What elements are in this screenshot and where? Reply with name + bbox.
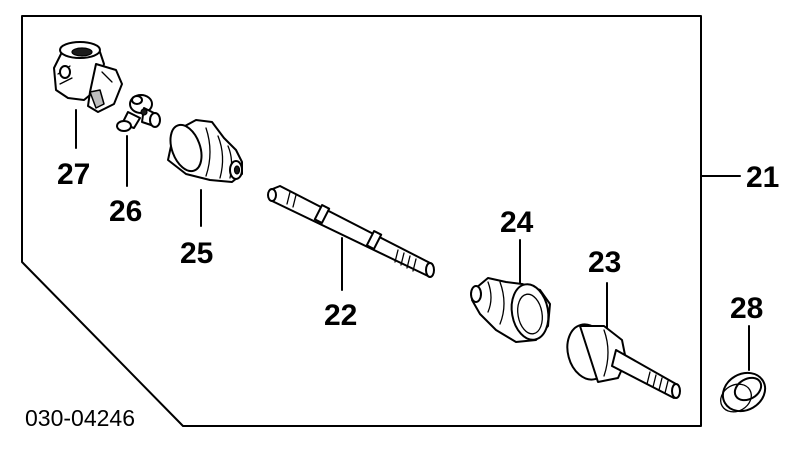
part-26-tripod-spider[interactable] (116, 94, 161, 132)
part-number-21: 21 (746, 161, 779, 194)
part-23-outer-joint[interactable] (561, 320, 681, 399)
part-number-25: 25 (180, 237, 213, 270)
part-number-27: 27 (57, 158, 90, 191)
part-28-set-ring[interactable] (716, 365, 772, 418)
part-number-24: 24 (500, 206, 534, 239)
assembly-frame (21, 15, 702, 427)
part-27-inner-joint-housing[interactable] (53, 41, 123, 113)
part-22-shaft[interactable] (267, 185, 435, 278)
part-number-28: 28 (730, 292, 763, 325)
part-number-23: 23 (588, 246, 621, 279)
part-number-26: 26 (109, 195, 142, 228)
part-25-inner-boot[interactable] (165, 119, 243, 183)
part-24-outer-boot[interactable] (470, 277, 553, 343)
diagram-code: 030-04246 (25, 405, 135, 431)
part-number-22: 22 (324, 299, 357, 332)
